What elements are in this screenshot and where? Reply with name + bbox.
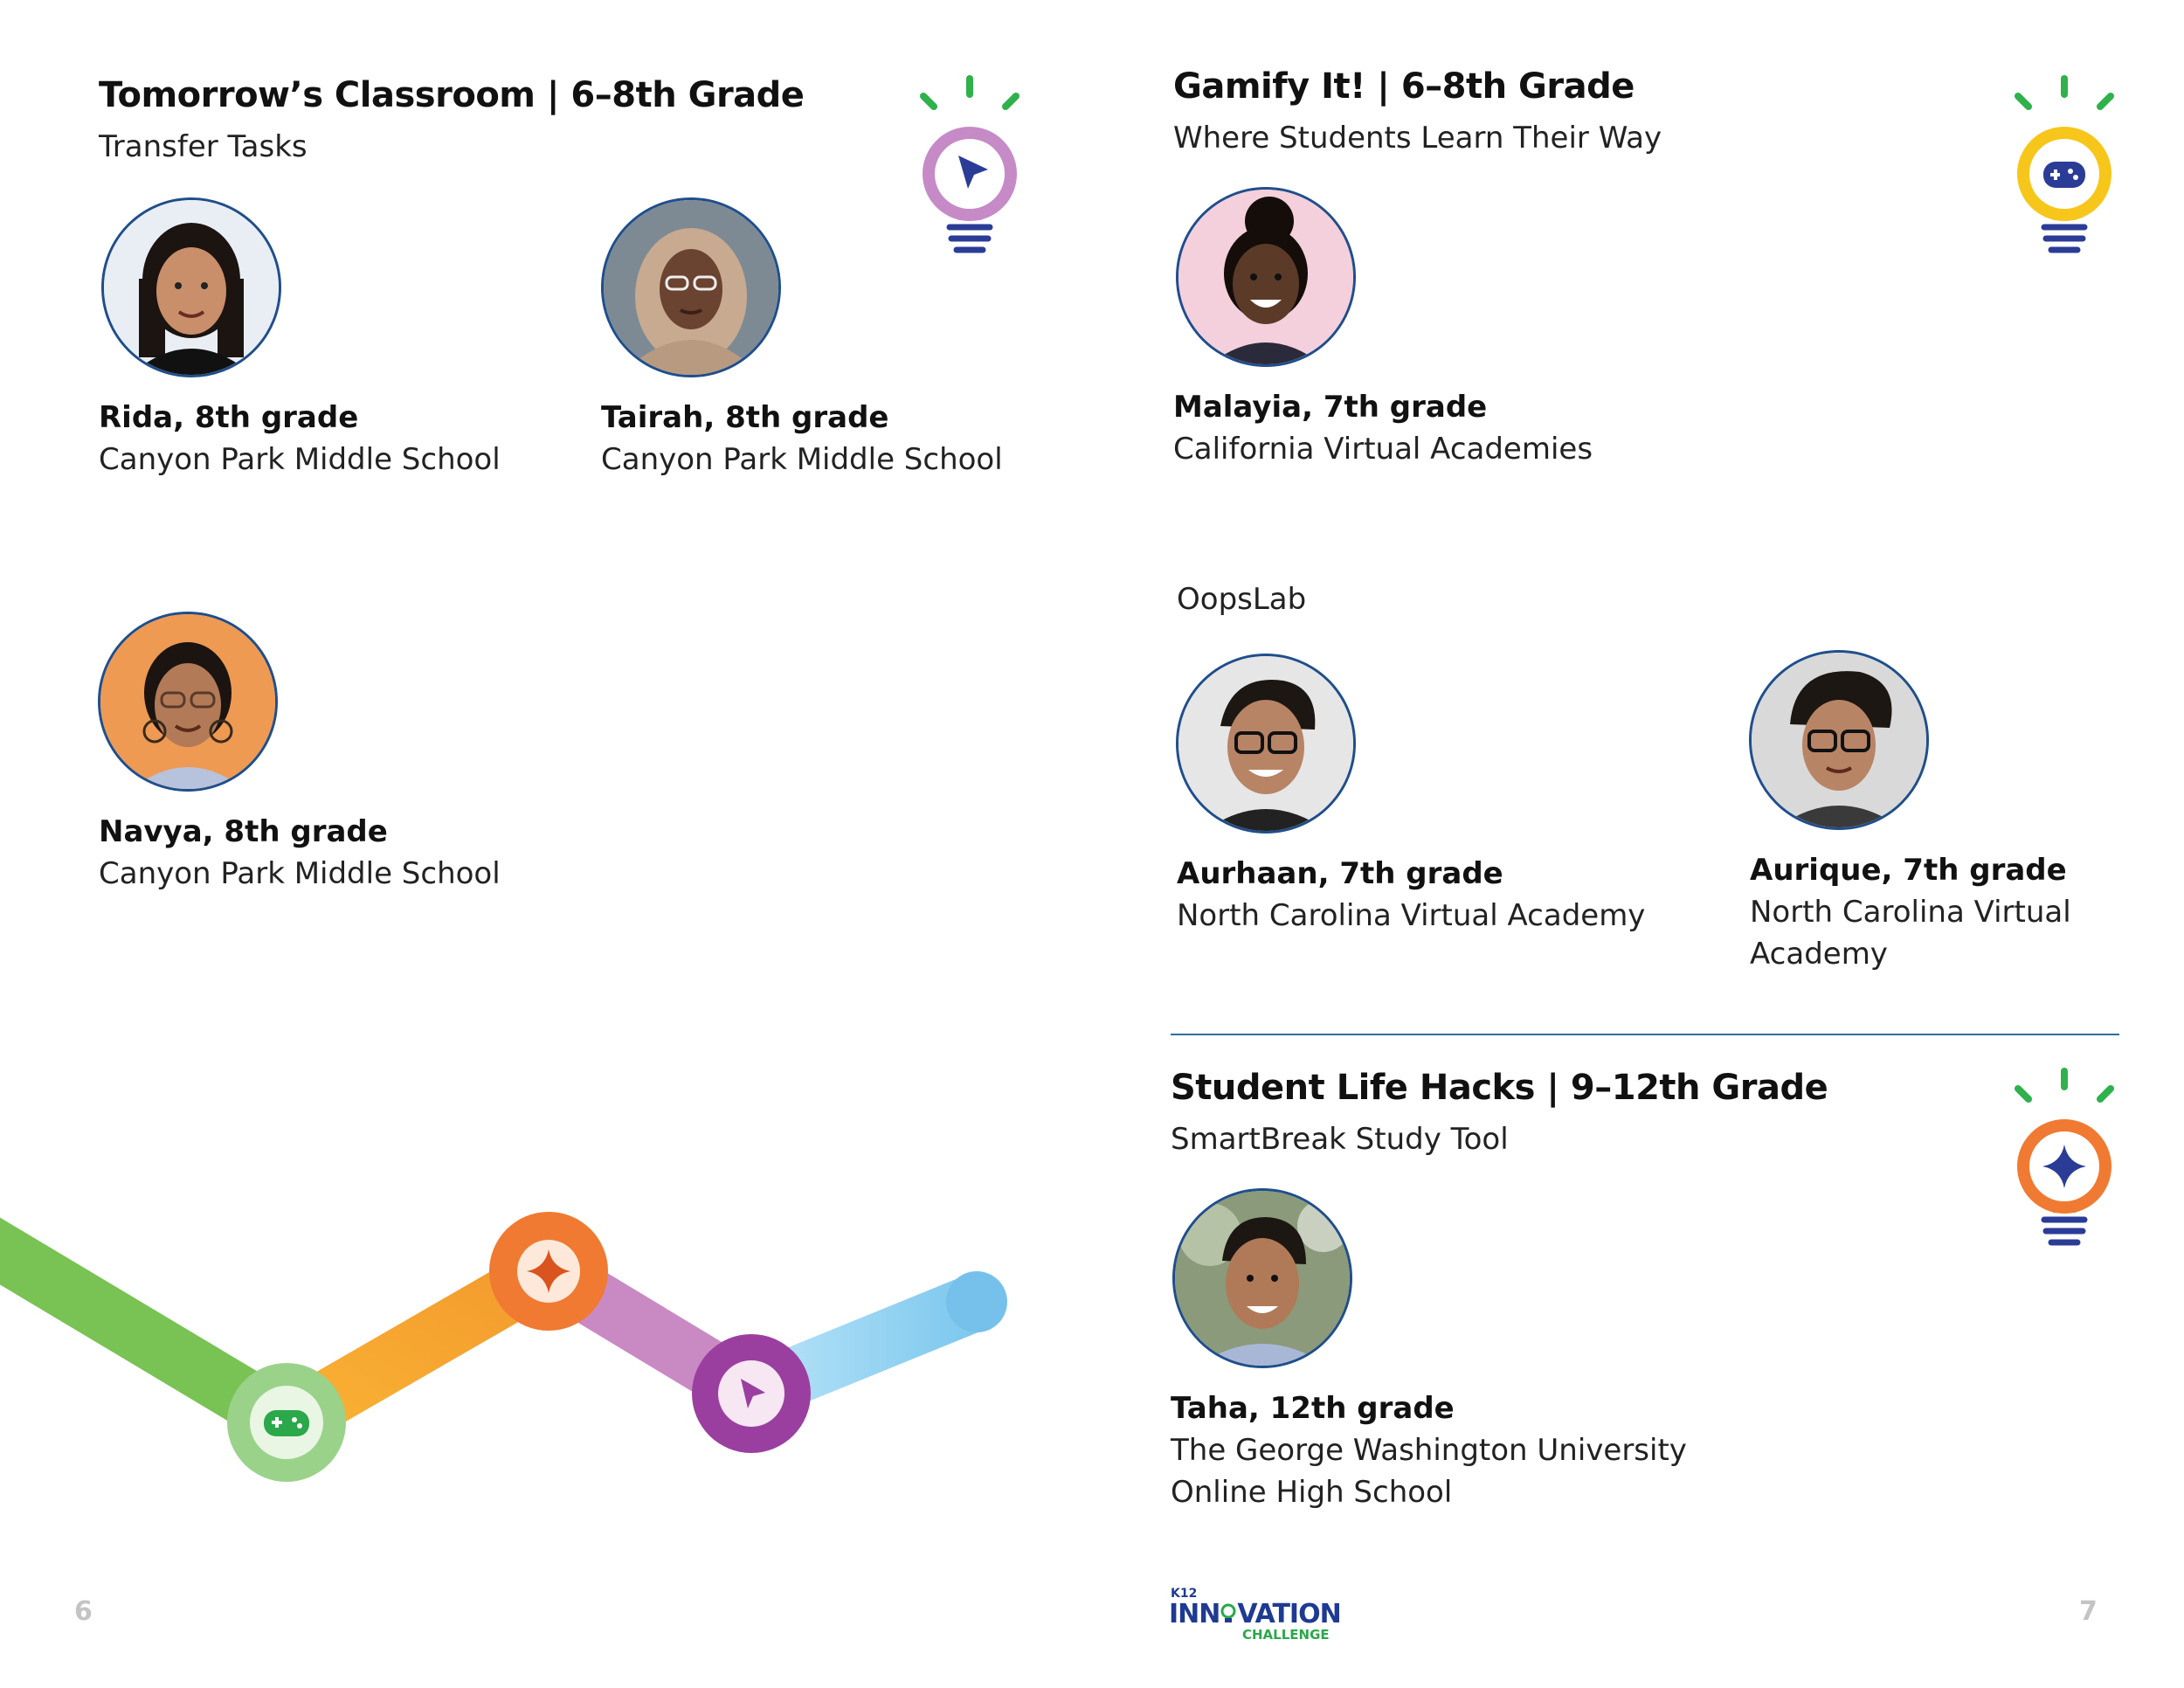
student-school: The George Washington University Online … <box>1171 1433 1687 1510</box>
logo-bulb-icon <box>1220 1601 1237 1622</box>
student-school: Canyon Park Middle School <box>601 442 1003 477</box>
student-photo-navya <box>98 612 278 792</box>
student-school: North Carolina Virtual Academy <box>1177 898 1646 933</box>
student-school: Canyon Park Middle School <box>99 442 501 477</box>
student-photo-malayia <box>1176 187 1356 367</box>
innovation-challenge-logo: K12 INN VATION CHALLENGE <box>1169 1587 1344 1643</box>
path-node-gamepad <box>227 1363 346 1482</box>
logo-wordmark: INN VATION <box>1169 1599 1342 1629</box>
student-photo-rida <box>101 197 281 377</box>
student-photo-aurhaan <box>1176 654 1356 834</box>
path-node-cursor <box>692 1334 811 1453</box>
student-photo-aurique <box>1749 650 1929 830</box>
path-node-sparkle <box>489 1212 608 1331</box>
logo-challenge-text: CHALLENGE <box>1242 1627 1330 1643</box>
student-school: North Carolina Virtual Academy <box>1750 895 2071 972</box>
student-name: Aurhaan, 7th grade <box>1177 856 1503 891</box>
logo-wordmark-a: INN <box>1169 1599 1220 1629</box>
student-photo-taha <box>1172 1188 1352 1368</box>
cursor-bulb-icon <box>913 72 1026 264</box>
section-title-gamify-it: Gamify It! | 6–8th Grade <box>1173 66 1635 107</box>
section-title-student-life-hacks: Student Life Hacks | 9–12th Grade <box>1171 1068 1828 1108</box>
student-school: Canyon Park Middle School <box>99 856 501 891</box>
sparkle-bulb-icon <box>2008 1064 2121 1256</box>
student-name: Aurique, 7th grade <box>1750 853 2067 888</box>
student-name: Navya, 8th grade <box>99 814 388 849</box>
logo-wordmark-b: VATION <box>1237 1599 1341 1629</box>
section-divider <box>1171 1034 2119 1035</box>
student-name: Rida, 8th grade <box>99 400 359 435</box>
decorative-path-graphic <box>0 1188 1022 1506</box>
student-name: Taha, 12th grade <box>1171 1391 1455 1426</box>
page-number-right: 7 <box>2079 1596 2098 1627</box>
student-photo-tairah <box>601 197 781 377</box>
page-number-left: 6 <box>74 1596 93 1627</box>
section-subtitle-gamify: Where Students Learn Their Way <box>1173 121 1662 156</box>
section-subtitle-smartbreak: SmartBreak Study Tool <box>1171 1122 1509 1157</box>
student-name: Malayia, 7th grade <box>1173 390 1488 425</box>
logo-k12-text: K12 <box>1171 1587 1198 1601</box>
section-subtitle-transfer-tasks: Transfer Tasks <box>99 129 308 164</box>
project-name-oopslab: OopsLab <box>1177 582 1307 617</box>
student-name: Tairah, 8th grade <box>601 400 889 435</box>
gamepad-bulb-icon <box>2008 72 2121 264</box>
section-title-tomorrows-classroom: Tomorrow’s Classroom | 6–8th Grade <box>99 75 805 115</box>
student-school: California Virtual Academies <box>1173 432 1593 467</box>
